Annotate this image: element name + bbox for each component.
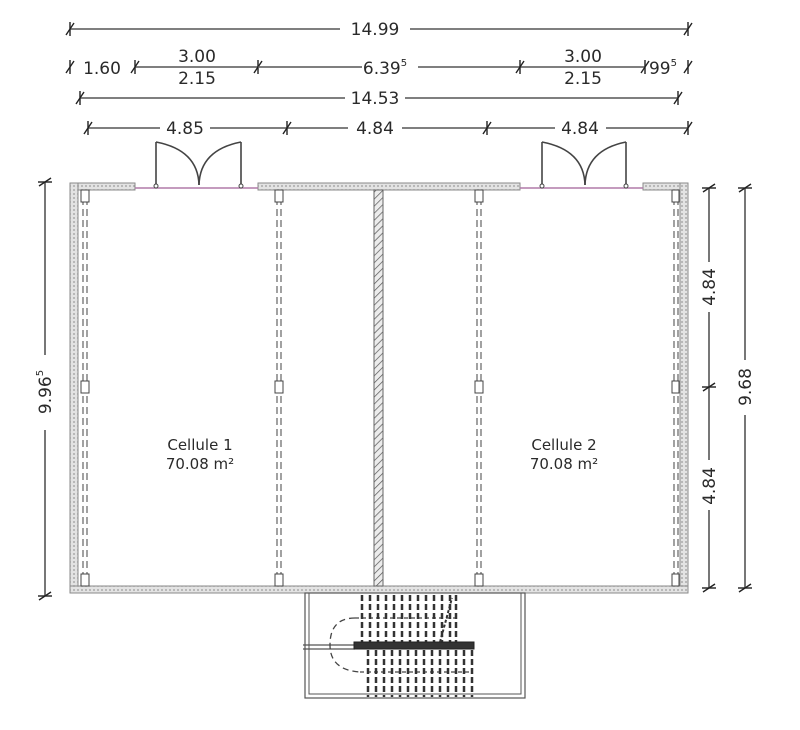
room-2-name: Cellule 2 [531, 436, 596, 454]
room-1-name: Cellule 1 [167, 436, 232, 454]
dim-overall-outer-label: 14.99 [351, 20, 400, 40]
dim-left-door-upper-label: 3.00 [178, 47, 216, 67]
double-door-left-icon [153, 141, 244, 189]
dim-left-height-label: 9.965 [35, 370, 56, 414]
dimension-row-openings [65, 60, 693, 74]
dim-left-door-lower-label: 2.15 [178, 69, 216, 89]
dim-right-seg-2-label: 4.84 [700, 467, 720, 505]
structural-grid [80, 189, 680, 587]
exterior-walls [69, 182, 689, 594]
dimension-right-total [738, 183, 752, 593]
dim-right-door-lower-label: 2.15 [564, 69, 602, 89]
dim-right-total-label: 9.68 [736, 368, 756, 406]
dimension-overall-inner [75, 91, 683, 105]
dim-bay-3-label: 4.84 [561, 119, 599, 139]
dim-right-door-upper-label: 3.00 [564, 47, 602, 67]
room-2-area: 70.08 m² [530, 455, 598, 473]
dim-overall-inner-label: 14.53 [351, 89, 400, 109]
dim-right-seg-1-label: 4.84 [700, 268, 720, 306]
dim-bay-1-label: 4.85 [166, 119, 204, 139]
partition-wall [373, 189, 384, 587]
dim-left-offset-label: 1.60 [83, 59, 121, 79]
room-1-area: 70.08 m² [166, 455, 234, 473]
dimension-overall-outer [65, 22, 693, 36]
dim-middle-label: 6.395 [363, 58, 407, 79]
dim-right-offset-label: 995 [649, 58, 677, 79]
dimension-right-segments [702, 183, 716, 593]
dim-bay-2-label: 4.84 [356, 119, 394, 139]
dimension-bays [83, 121, 693, 135]
double-door-right-icon [539, 141, 629, 189]
staircase [303, 592, 526, 699]
dimension-left-height [38, 177, 52, 601]
